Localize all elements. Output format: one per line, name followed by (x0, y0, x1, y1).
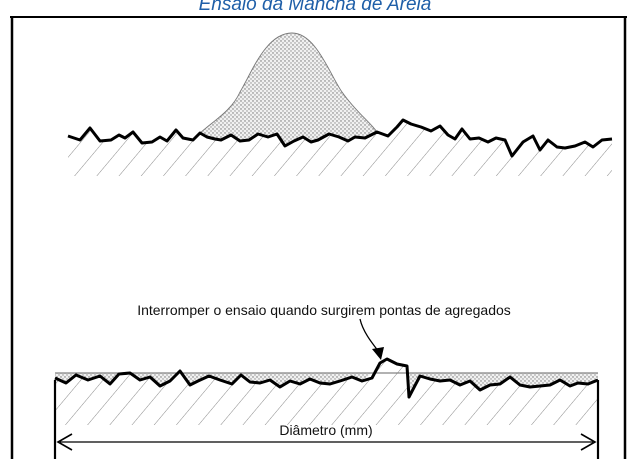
sand-heap (199, 32, 398, 147)
spread-sand-layer (55, 371, 598, 397)
diameter-arrow-right (580, 433, 597, 451)
figure-title: Ensaio da Mancha de Areia (198, 0, 432, 15)
top-surface-profile (67, 118, 613, 158)
diameter-arrow-left (56, 433, 73, 451)
top-surface-panel (67, 32, 613, 176)
diameter-label: Diâmetro (mm) (279, 422, 372, 438)
bottom-surface-panel: Interromper o ensaio quando surgirem pon… (53, 302, 600, 459)
bottom-substrate-hatch (55, 359, 598, 425)
aggregate-tips-annotation: Interromper o ensaio quando surgirem pon… (137, 302, 511, 318)
top-substrate-hatch (68, 120, 612, 176)
bottom-surface-profile (54, 357, 599, 399)
annotation-arrowhead (372, 347, 384, 360)
annotation-leader-line (359, 318, 380, 353)
